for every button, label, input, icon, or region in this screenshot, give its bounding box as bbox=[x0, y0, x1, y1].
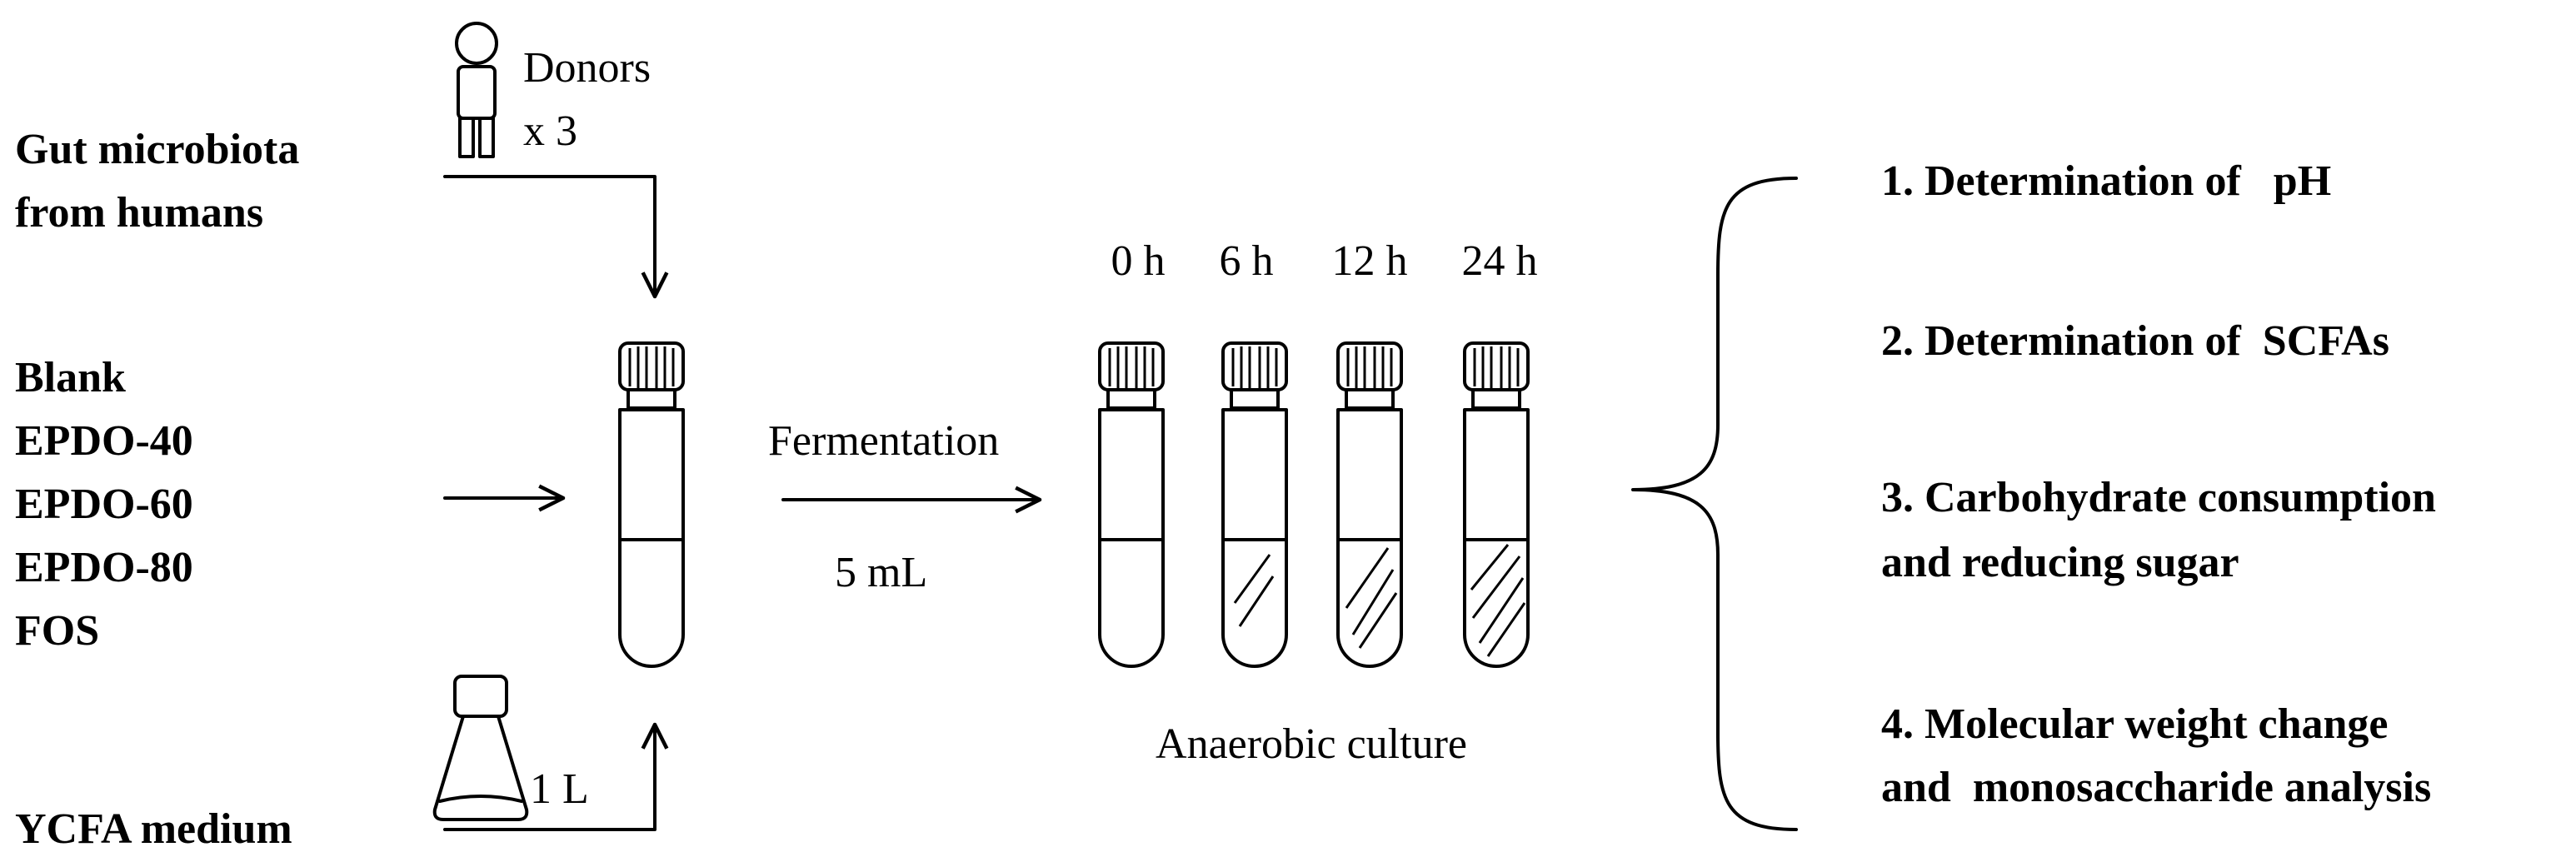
culture-tube-24h bbox=[1463, 341, 1530, 668]
flask-icon bbox=[432, 675, 529, 821]
ycfa-medium-label: YCFA medium bbox=[15, 805, 292, 853]
donors-count-label: x 3 bbox=[523, 107, 577, 155]
medium-arrow bbox=[443, 722, 669, 831]
time-label-6h: 6 h bbox=[1220, 237, 1274, 285]
analysis-3-line2: and reducing sugar bbox=[1881, 539, 2239, 586]
analysis-1: 1. Determination of pH bbox=[1881, 157, 2331, 205]
time-label-12h: 12 h bbox=[1332, 237, 1408, 285]
analysis-4: 4. Molecular weight change bbox=[1881, 700, 2389, 748]
culture-tube-0h bbox=[1098, 341, 1165, 668]
analysis-4-line2: and monosaccharide analysis bbox=[1881, 764, 2431, 811]
gut-microbiota-label: Gut microbiota bbox=[15, 126, 299, 173]
analysis-2: 2. Determination of SCFAs bbox=[1881, 317, 2389, 365]
sample-label-epdo80: EPDO-80 bbox=[15, 544, 193, 591]
fermentation-label: Fermentation bbox=[768, 417, 999, 465]
analysis-3: 3. Carbohydrate consumption bbox=[1881, 474, 2436, 521]
gut-microbiota-label-line2: from humans bbox=[15, 189, 263, 237]
culture-tube-12h bbox=[1336, 341, 1403, 668]
time-label-0h: 0 h bbox=[1111, 237, 1166, 285]
sample-label-fos: FOS bbox=[15, 607, 99, 655]
analysis-brace bbox=[1631, 177, 1798, 831]
gut-microbiota-arrow bbox=[443, 175, 669, 299]
anaerobic-culture-label: Anaerobic culture bbox=[1156, 720, 1467, 768]
sample-label-epdo40: EPDO-40 bbox=[15, 417, 193, 465]
culture-tube-6h bbox=[1221, 341, 1288, 668]
donors-label: Donors bbox=[523, 44, 651, 92]
person-icon bbox=[455, 22, 498, 158]
inoculation-tube bbox=[618, 341, 685, 668]
volume-label: 5 mL bbox=[835, 549, 927, 596]
sample-label-epdo60: EPDO-60 bbox=[15, 481, 193, 528]
time-label-24h: 24 h bbox=[1462, 237, 1538, 285]
sample-label-blank: Blank bbox=[15, 354, 126, 401]
medium-volume-label: 1 L bbox=[530, 765, 589, 813]
